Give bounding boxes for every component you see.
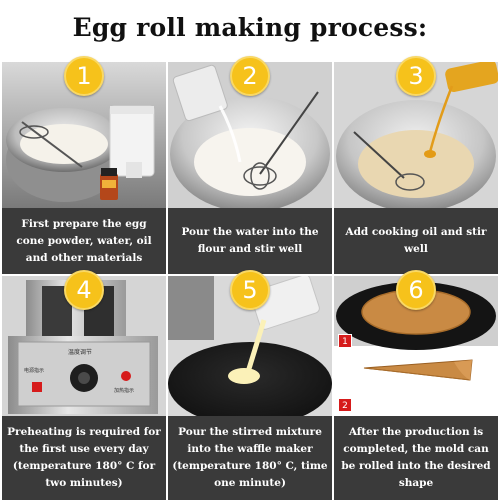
step-2: 2 Pour the water into the flour and stir…	[168, 56, 332, 274]
step-number-badge: 3	[396, 56, 436, 96]
step-number-badge: 1	[64, 56, 104, 96]
step-6-photo: 1 2	[334, 276, 498, 416]
step-6: 6 1 2 After the production is completed,…	[334, 270, 498, 500]
temperature-label: 温度调节	[68, 348, 92, 356]
sub-badge-1: 1	[338, 334, 352, 348]
step-caption: Pour the water into the flour and stir w…	[168, 208, 332, 274]
step-number-badge: 4	[64, 270, 104, 310]
step-4: 4 温度调节 电源指示 加热指示	[2, 270, 166, 500]
step-2-photo	[168, 62, 332, 208]
heat-indicator-label: 加热指示	[114, 387, 134, 394]
step-5: 5 Pour the stirred mixture into the waff…	[168, 270, 332, 500]
step-number-badge: 6	[396, 270, 436, 310]
step-caption: First prepare the egg cone powder, water…	[2, 208, 166, 274]
sub-badge-2: 2	[338, 398, 352, 412]
step-caption: Pour the stirred mixture into the waffle…	[168, 416, 332, 500]
bowl-with-water-image	[168, 62, 332, 208]
step-3: 3 Add cooking oil and stir well	[334, 56, 498, 274]
page-title: Egg roll making process:	[72, 13, 428, 42]
step-1: 1	[2, 56, 166, 274]
step-number-badge: 2	[230, 56, 270, 96]
finished-cone-image	[334, 276, 498, 416]
step-caption: After the production is completed, the m…	[334, 416, 498, 500]
step-number-badge: 5	[230, 270, 270, 310]
power-indicator-label: 电源指示	[24, 367, 44, 374]
step-caption: Add cooking oil and stir well	[334, 208, 498, 274]
step-caption: Preheating is required for the first use…	[2, 416, 166, 500]
process-grid: 1	[0, 56, 500, 500]
